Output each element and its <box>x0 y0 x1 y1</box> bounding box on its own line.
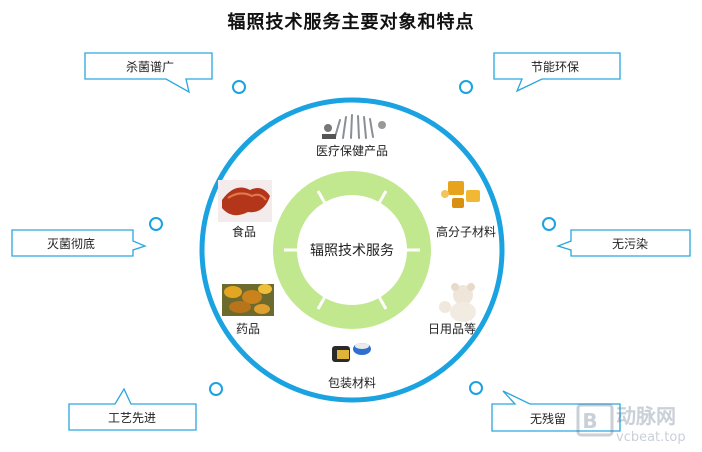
watermark-brand: 动脉网 <box>616 404 676 428</box>
watermark: B 动脉网 vcbeat.top <box>576 403 686 445</box>
feature-bottom-right: 无残留 <box>530 412 566 426</box>
feature-top-left: 杀菌谱广 <box>126 59 174 74</box>
watermark-url: vcbeat.top <box>616 430 686 445</box>
feature-top-right: 节能环保 <box>531 60 579 74</box>
callout-top-right <box>493 52 621 93</box>
callout-bottom-right <box>491 390 621 432</box>
feature-bottom-left: 工艺先进 <box>108 411 156 425</box>
object-food: 食品 <box>232 224 256 239</box>
object-packaging: 包装材料 <box>328 376 376 390</box>
object-medicine: 药品 <box>236 322 260 336</box>
watermark-logo-icon <box>576 403 614 437</box>
food-icon <box>218 180 272 222</box>
feature-mid-left: 灭菌彻底 <box>47 236 95 251</box>
diagram-title: 辐照技术服务主要对象和特点 <box>227 12 475 33</box>
medical-instruments-icon <box>322 114 386 139</box>
callout-top-left <box>84 52 213 94</box>
outer-ring <box>199 97 505 403</box>
center-label: 辐照技术服务 <box>310 243 394 259</box>
teddy-bear-icon <box>439 283 476 322</box>
donut-separators <box>284 190 420 310</box>
object-polymer: 高分子材料 <box>436 224 496 239</box>
callout-mid-left <box>11 229 147 257</box>
packaging-material-icon <box>332 343 371 362</box>
object-daily-goods: 日用品等 <box>428 322 476 336</box>
object-medical: 医疗保健产品 <box>316 144 388 158</box>
callout-bottom-left <box>68 387 197 431</box>
feature-mid-right: 无污染 <box>612 236 648 251</box>
medicine-icon <box>222 284 274 316</box>
polymer-material-icon <box>441 181 480 208</box>
svg-text:B: B <box>582 409 597 433</box>
callout-boxes <box>11 52 691 432</box>
connector-dots <box>149 80 556 396</box>
callout-mid-right <box>556 229 691 257</box>
